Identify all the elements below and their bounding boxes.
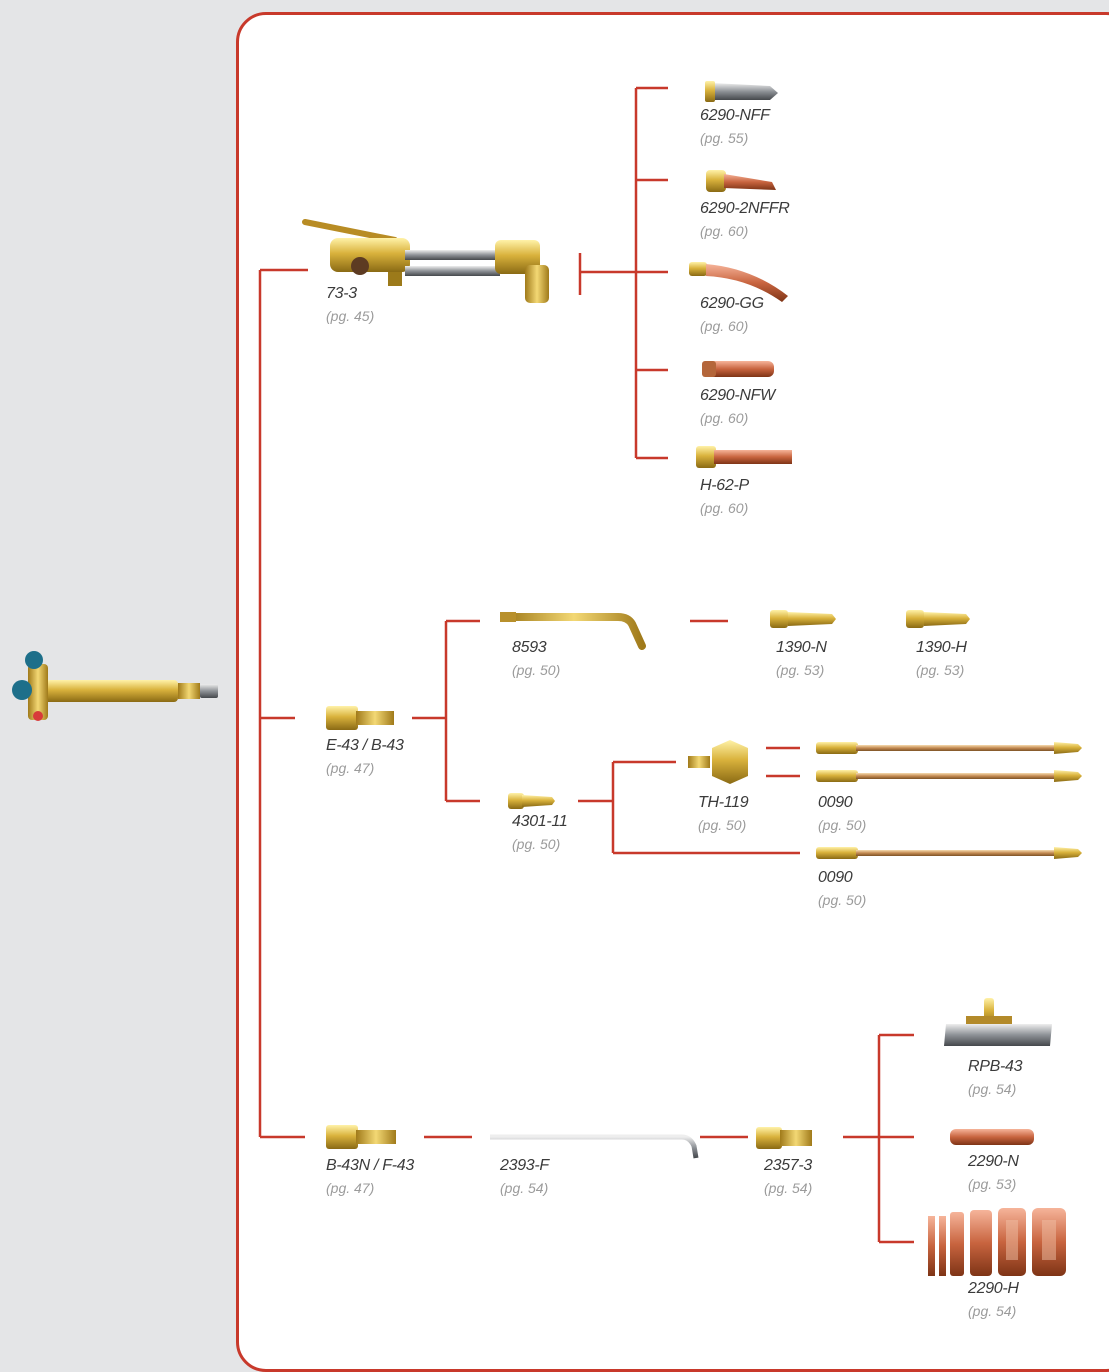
page-reference: (pg. 60)	[700, 222, 749, 239]
part-number: 2393-F	[500, 1157, 549, 1174]
page-reference: (pg. 54)	[968, 1302, 1017, 1319]
label-b-43n: B-43N / F-43 (pg. 47)	[326, 1157, 414, 1196]
tip-6290-gg-icon	[689, 262, 788, 302]
label-6290-2nffr: 6290-2NFFR (pg. 60)	[700, 200, 790, 239]
label-0090-b: 0090 (pg. 50)	[818, 869, 867, 908]
part-number: 2290-H	[968, 1280, 1019, 1297]
page-reference: (pg. 50)	[512, 661, 561, 678]
extension-8593-icon	[500, 612, 646, 650]
part-number: 2357-3	[764, 1157, 813, 1174]
label-e-43: E-43 / B-43 (pg. 47)	[326, 737, 404, 776]
part-number: E-43 / B-43	[326, 737, 404, 754]
heating-head-th-119-icon	[688, 740, 748, 784]
label-4301-11: 4301-11 (pg. 50)	[512, 813, 568, 852]
part-number: 6290-2NFFR	[700, 200, 790, 217]
part-number: 2290-N	[968, 1153, 1019, 1170]
label-2290-n: 2290-N (pg. 53)	[968, 1153, 1019, 1192]
page-reference: (pg. 53)	[968, 1175, 1017, 1192]
page-reference: (pg. 54)	[968, 1080, 1017, 1097]
label-th-119: TH-119 (pg. 50)	[698, 794, 749, 833]
cutting-attachment-73-3-icon	[302, 219, 549, 303]
label-1390-h: 1390-H (pg. 53)	[916, 639, 967, 678]
page-reference: (pg. 50)	[698, 816, 747, 833]
torch-handle-icon	[12, 651, 218, 721]
rod-0090-single-icon	[816, 847, 1082, 859]
tip-h-62-p-icon	[696, 446, 792, 468]
part-number: 6290-NFW	[700, 387, 775, 404]
part-number: 73-3	[326, 285, 357, 302]
part-number: TH-119	[698, 794, 749, 811]
page-reference: (pg. 47)	[326, 1179, 375, 1196]
tip-1390-n-icon	[770, 610, 836, 628]
part-number: 6290-GG	[700, 295, 764, 312]
part-number: B-43N / F-43	[326, 1157, 414, 1174]
part-number: 4301-11	[512, 813, 568, 830]
part-number: RPB-43	[968, 1058, 1023, 1075]
tip-6290-nfw-icon	[702, 361, 774, 377]
page-reference: (pg. 53)	[776, 661, 825, 678]
page-reference: (pg. 50)	[818, 891, 867, 908]
label-6290-nff: 6290-NFF (pg. 55)	[700, 107, 770, 146]
label-h-62-p: H-62-P (pg. 60)	[700, 477, 749, 516]
label-1390-n: 1390-N (pg. 53)	[776, 639, 827, 678]
part-number: 6290-NFF	[700, 107, 770, 124]
part-number: 1390-N	[776, 639, 827, 656]
page-reference: (pg. 60)	[700, 499, 749, 516]
label-8593: 8593 (pg. 50)	[512, 639, 561, 678]
tip-6290-2nffr-icon	[706, 170, 776, 192]
label-2393-f: 2393-F (pg. 54)	[500, 1157, 549, 1196]
tip-2290-h-icon	[928, 1208, 1066, 1276]
page-reference: (pg. 45)	[326, 307, 375, 324]
part-number: H-62-P	[700, 477, 749, 494]
rod-0090-icon	[816, 742, 1082, 782]
tip-2290-n-icon	[950, 1129, 1034, 1145]
label-2357-3: 2357-3 (pg. 54)	[764, 1157, 813, 1196]
part-number: 1390-H	[916, 639, 967, 656]
page-reference: (pg. 53)	[916, 661, 965, 678]
rosebud-rpb-43-icon	[944, 998, 1052, 1046]
extension-2393-f-icon	[490, 1134, 699, 1159]
label-rpb-43: RPB-43 (pg. 54)	[968, 1058, 1023, 1097]
adapter-b-43n-icon	[326, 1125, 396, 1149]
part-number: 0090	[818, 869, 853, 886]
label-6290-nfw: 6290-NFW (pg. 60)	[700, 387, 775, 426]
tip-4301-11-icon	[508, 793, 555, 809]
label-6290-gg: 6290-GG (pg. 60)	[700, 295, 764, 334]
page-reference: (pg. 54)	[500, 1179, 549, 1196]
page-reference: (pg. 54)	[764, 1179, 813, 1196]
label-73-3: 73-3 (pg. 45)	[326, 285, 375, 324]
label-2290-h: 2290-H (pg. 54)	[968, 1280, 1019, 1319]
part-number: 8593	[512, 639, 547, 656]
page-reference: (pg. 50)	[818, 816, 867, 833]
page-reference: (pg. 60)	[700, 409, 749, 426]
label-0090-a: 0090 (pg. 50)	[818, 794, 867, 833]
tip-6290-nff-icon	[705, 81, 778, 102]
page-reference: (pg. 60)	[700, 317, 749, 334]
tip-1390-h-icon	[906, 610, 970, 628]
page-reference: (pg. 55)	[700, 129, 749, 146]
page-reference: (pg. 47)	[326, 759, 375, 776]
page-reference: (pg. 50)	[512, 835, 561, 852]
connector-lines	[258, 86, 914, 1244]
part-number: 0090	[818, 794, 853, 811]
adapter-e-43-icon	[326, 706, 394, 730]
adapter-2357-3-icon	[756, 1127, 812, 1149]
